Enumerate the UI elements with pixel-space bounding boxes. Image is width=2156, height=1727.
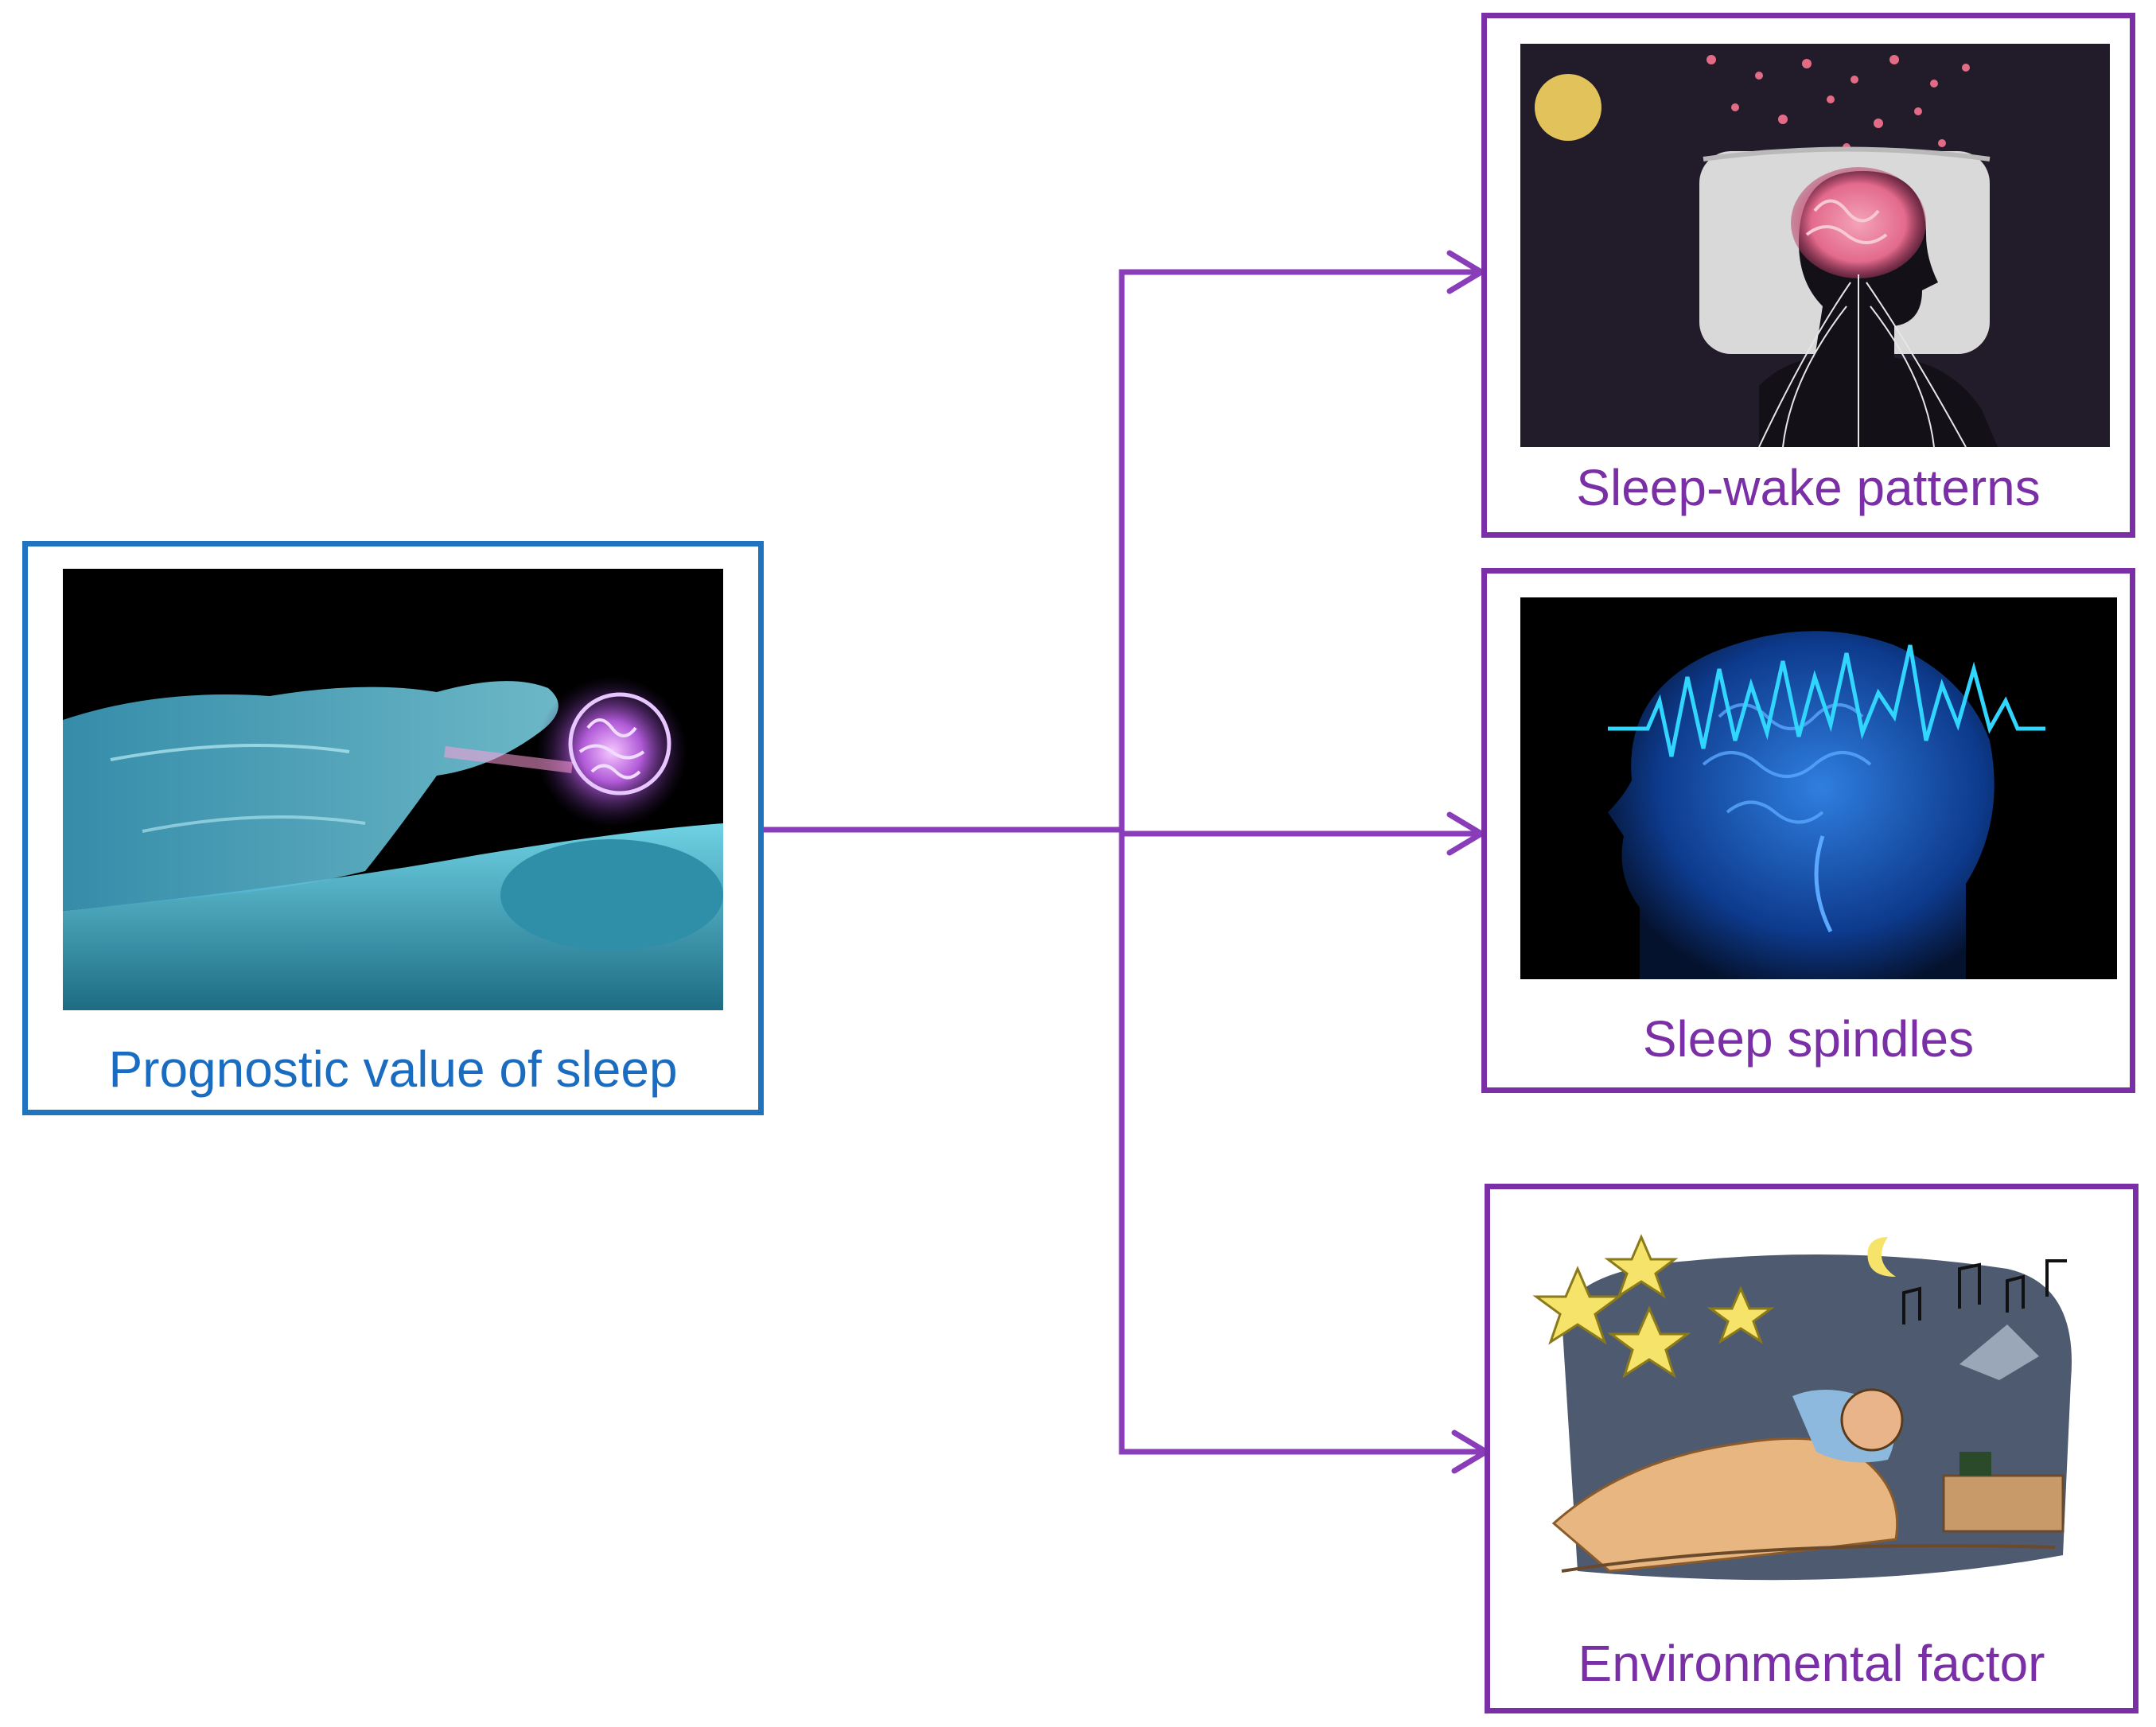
source-node: Prognostic value of sleep — [22, 541, 764, 1115]
target-label-environment: Environmental factor — [1578, 1635, 2045, 1692]
target-label-sleep-wake: Sleep-wake patterns — [1576, 459, 2041, 516]
target-node-spindles: Sleep spindles — [1481, 568, 2135, 1093]
noisy-bedroom-sleeper-icon — [1530, 1221, 2099, 1611]
sleeping-body-xray-brain-icon — [63, 569, 723, 1010]
target-label-spindles: Sleep spindles — [1642, 1010, 1975, 1068]
head-on-pillow-night-brain-icon — [1520, 44, 2110, 447]
source-label: Prognostic value of sleep — [108, 1040, 678, 1098]
target-node-environment: Environmental factor — [1485, 1184, 2138, 1713]
brain-eeg-wave-icon — [1520, 597, 2117, 979]
target-node-sleep-wake: Sleep-wake patterns — [1481, 13, 2135, 538]
